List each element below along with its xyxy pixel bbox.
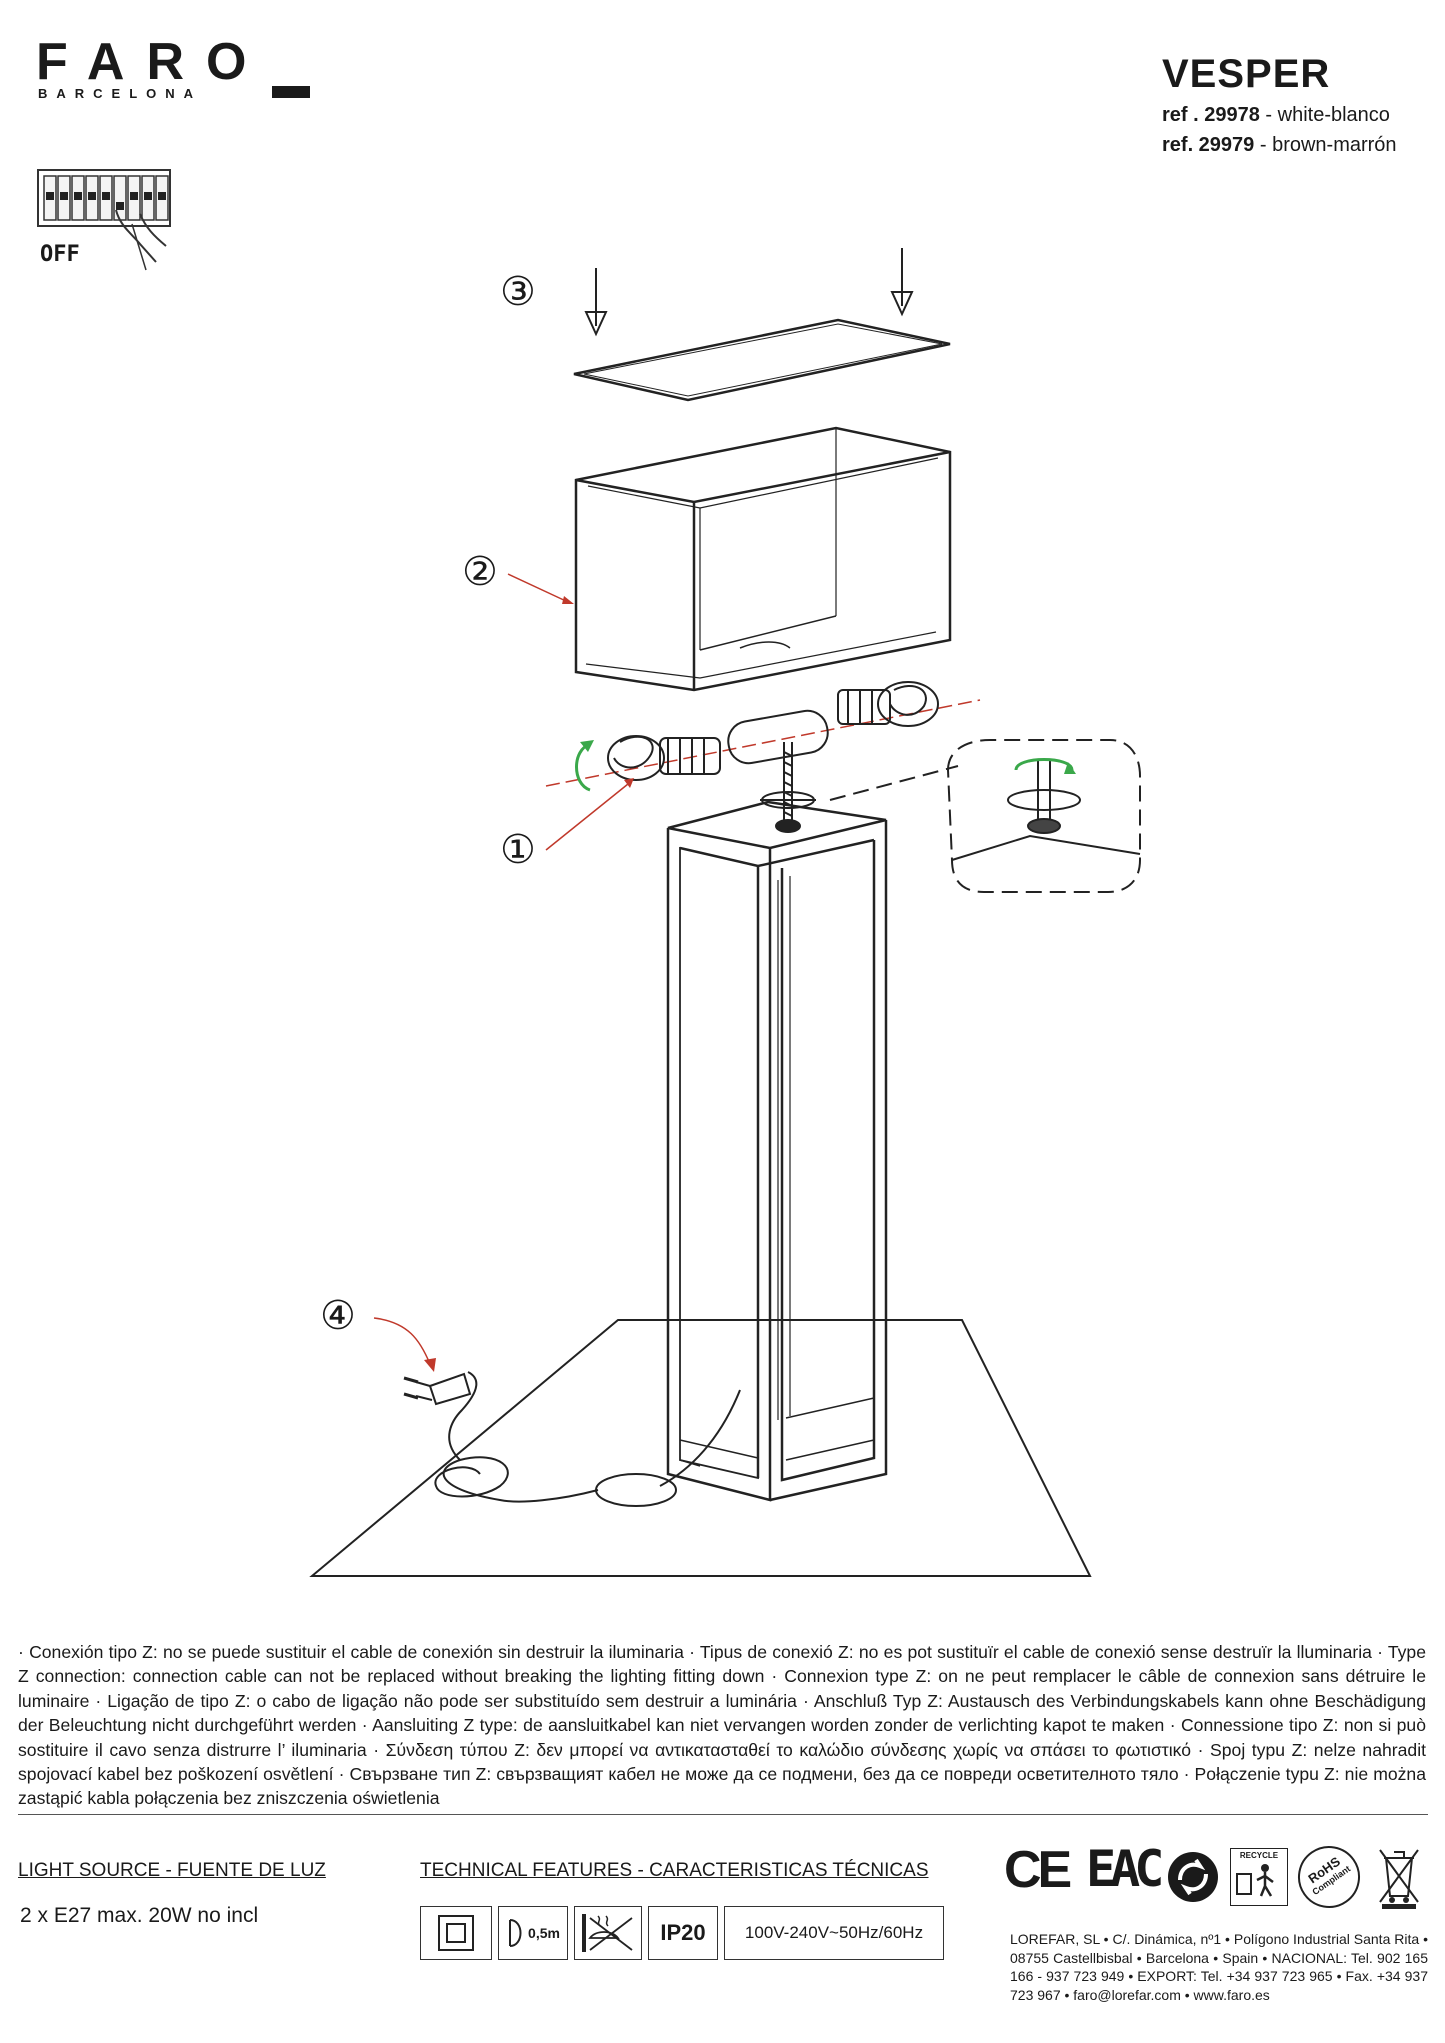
step-number-3: ③ [500, 269, 536, 315]
min-distance-value: 0,5m [528, 1925, 560, 1941]
ip-rating-value: IP20 [660, 1920, 706, 1945]
no-insulation-cover-icon [574, 1906, 642, 1960]
lamp-base [666, 800, 888, 1502]
voltage-box: 100V-240V~50Hz/60Hz [724, 1906, 944, 1960]
min-distance-icon: 0,5m [498, 1906, 568, 1960]
ce-mark: CE [1004, 1841, 1072, 1899]
recycle-mark: RECYCLE [1230, 1848, 1288, 1906]
technical-features-title: TECHNICAL FEATURES - CARACTERISTICAS TÉC… [420, 1860, 929, 1881]
step-number-2: ② [462, 549, 498, 595]
step3-top-diffuser [573, 248, 951, 402]
step4-cable-plug [403, 1371, 741, 1507]
light-source-value: 2 x E27 max. 20W no incl [20, 1904, 259, 1927]
breaker-panel-icon [37, 169, 171, 271]
brand-logo-bar [272, 86, 310, 98]
product-title: VESPER [1162, 52, 1331, 96]
company-contact: LOREFAR, SL • C/. Dinámica, nº1 • Polígo… [1010, 1931, 1428, 2003]
step1-bulbs [545, 681, 981, 787]
floor-plane [309, 1319, 1092, 1577]
recycle-label: RECYCLE [1239, 1851, 1279, 1860]
ref-brown: ref. 29979 - brown-marrón [1162, 134, 1397, 156]
brand-logo: FARO [36, 33, 269, 91]
off-label: OFF [40, 242, 80, 267]
recycle-icon [1236, 1864, 1274, 1897]
step2-lampshade [574, 426, 952, 692]
eac-mark: EAC [1086, 1840, 1164, 1898]
weee-bin-icon [1379, 1849, 1419, 1909]
divider-line [18, 1814, 1428, 1815]
light-source-title: LIGHT SOURCE - FUENTE DE LUZ [18, 1860, 326, 1881]
step-number-4: ④ [320, 1293, 356, 1339]
cable-connection-notice: · Conexión tipo Z: no se puede sustituir… [18, 1642, 1426, 1809]
voltage-value: 100V-240V~50Hz/60Hz [744, 1923, 924, 1942]
brand-subtitle: BARCELONA [38, 86, 203, 101]
class-ii-icon [420, 1906, 492, 1960]
ip-rating-box: IP20 [648, 1906, 718, 1960]
assembly-diagram [309, 248, 1141, 1577]
ref-white: ref . 29978 - white-blanco [1162, 104, 1390, 126]
green-dot-icon [1168, 1852, 1218, 1902]
step-number-1: ① [500, 827, 536, 873]
rohs-mark: RoHS Compliant [1285, 1833, 1373, 1921]
detail-zoom [829, 739, 1141, 893]
